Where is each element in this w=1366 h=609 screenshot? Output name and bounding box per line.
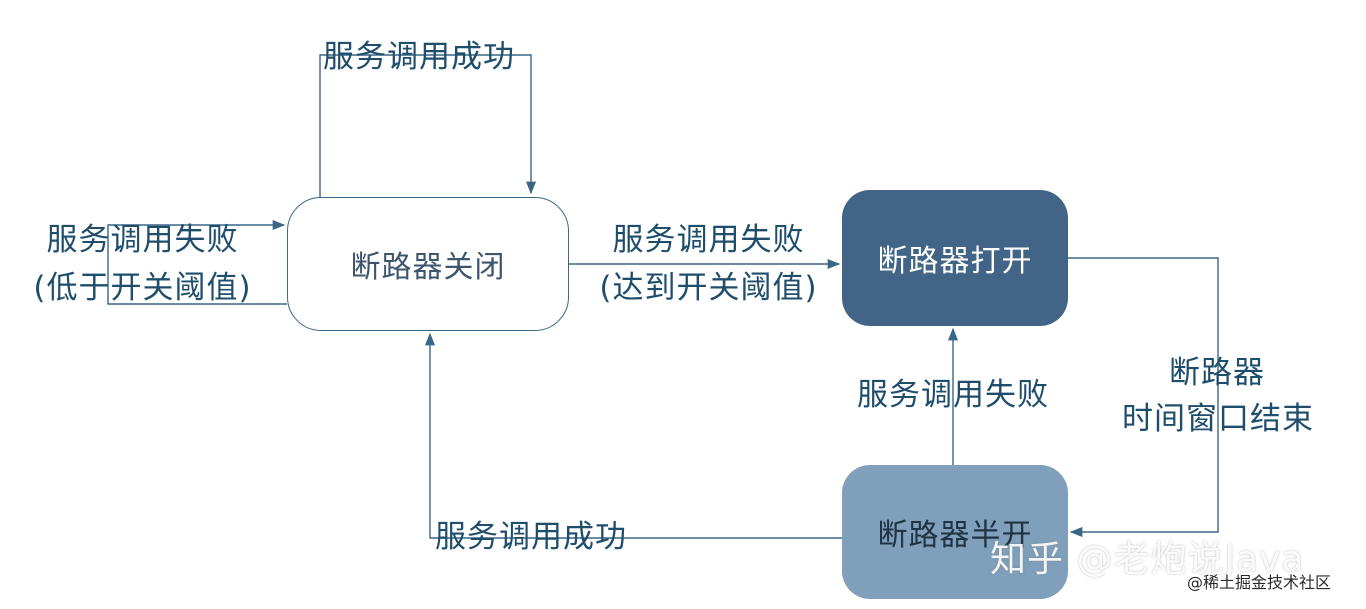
watermark-url: https://blog.csdn.net/qq_37113 (1108, 571, 1312, 586)
node-circuit-open-label: 断路器打开 (877, 244, 1033, 279)
label-closed-self-success: 服务调用成功 (323, 39, 515, 75)
node-circuit-closed-label: 断路器关闭 (350, 250, 506, 285)
node-circuit-half-open: 断路器半开 (842, 465, 1068, 599)
label-closed-to-open-line2: (达到开关阈值) (599, 270, 818, 306)
node-circuit-open: 断路器打开 (842, 190, 1068, 326)
label-open-to-half-line1: 断路器 (1169, 355, 1265, 391)
label-half-to-closed: 服务调用成功 (435, 519, 627, 555)
label-closed-to-open: 服务调用失败 (达到开关阈值) (596, 221, 821, 307)
label-closed-self-fail-line2: (低于开关阈值) (33, 270, 252, 306)
edge-open-to-half (1068, 257, 1219, 538)
watermark-juejin: @稀土掘金技术社区 (1187, 573, 1332, 592)
edge-closed-self-fail (107, 219, 287, 305)
edge-half-to-closed (424, 332, 842, 539)
node-circuit-half-open-label: 断路器半开 (877, 518, 1033, 553)
label-closed-self-fail: 服务调用失败 (低于开关阈值) (30, 221, 255, 307)
node-circuit-closed: 断路器关闭 (287, 197, 569, 331)
label-closed-to-open-line1: 服务调用失败 (612, 222, 805, 258)
label-open-to-half: 断路器 时间窗口结束 (1122, 354, 1314, 438)
watermark-zhihu: 知乎 @老炮说Java (990, 539, 1305, 580)
label-open-to-half-line2: 时间窗口结束 (1122, 401, 1314, 437)
edge-closed-self-success (319, 54, 537, 197)
label-closed-self-fail-line1: 服务调用失败 (46, 222, 239, 258)
label-half-to-open: 服务调用失败 (857, 377, 1049, 413)
